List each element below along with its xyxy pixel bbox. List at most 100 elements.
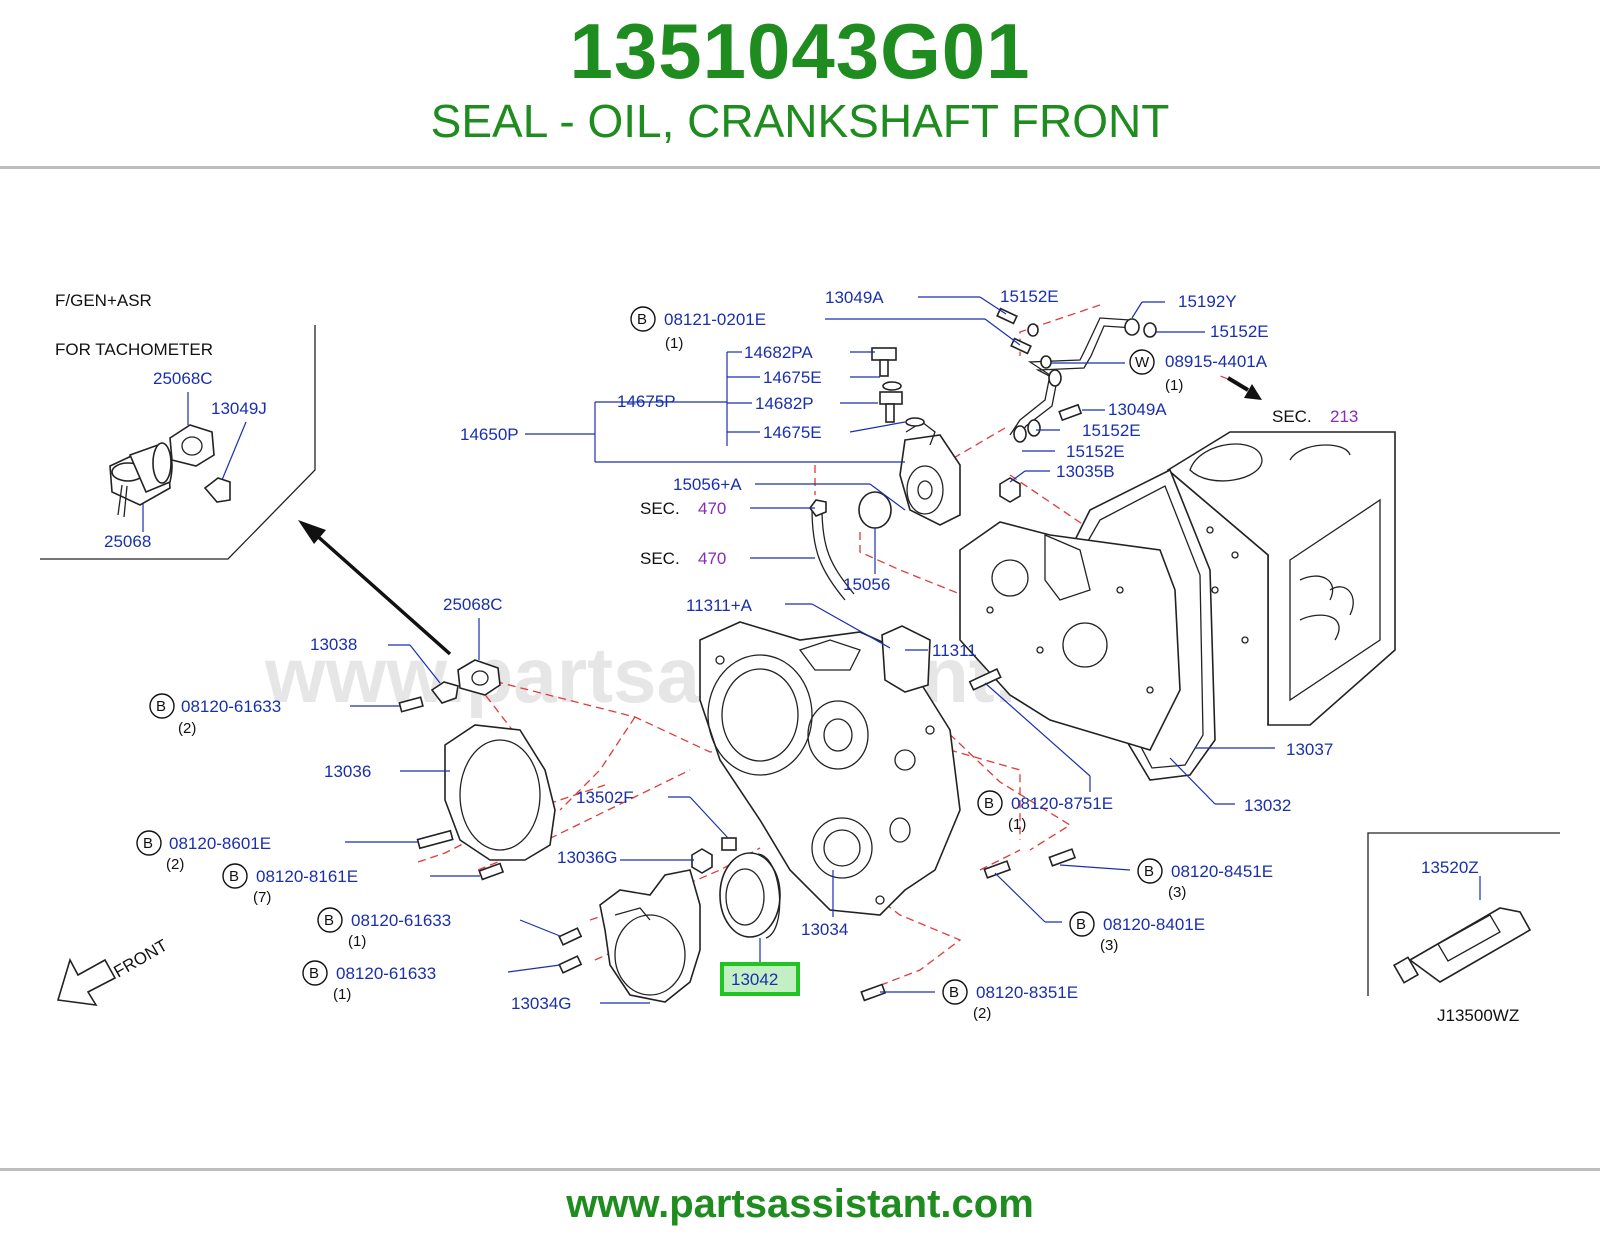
label-08120-8351E[interactable]: 08120-8351E bbox=[976, 983, 1078, 1002]
qty-08121-0201E: (1) bbox=[665, 335, 683, 352]
nut-13036G-icon bbox=[691, 848, 713, 874]
bolt-icon bbox=[398, 696, 424, 713]
label-13035B[interactable]: 13035B bbox=[1056, 462, 1115, 481]
sealant-code: J13500WZ bbox=[1437, 1006, 1519, 1025]
label-13037[interactable]: 13037 bbox=[1286, 740, 1333, 759]
label-08120-61633-c[interactable]: 08120-61633 bbox=[336, 964, 436, 983]
label-15056A[interactable]: 15056+A bbox=[673, 475, 742, 494]
sec-213-ref[interactable]: 213 bbox=[1330, 407, 1358, 426]
label-13032[interactable]: 13032 bbox=[1244, 796, 1291, 815]
bolt-icon bbox=[1058, 403, 1083, 422]
washer-icon bbox=[882, 381, 902, 391]
sec-213-arrow-icon bbox=[1226, 376, 1262, 400]
label-08120-8751E[interactable]: 08120-8751E bbox=[1011, 794, 1113, 813]
tachometer-sensor-icon bbox=[109, 442, 173, 518]
bolt-icon bbox=[558, 955, 583, 974]
label-13049J[interactable]: 13049J bbox=[211, 399, 267, 418]
qty-08120-8401E: (3) bbox=[1100, 937, 1118, 954]
label-13036[interactable]: 13036 bbox=[324, 762, 371, 781]
bolt-badge-icon bbox=[302, 960, 328, 986]
footer-url[interactable]: www.partsassistant.com bbox=[566, 1182, 1034, 1226]
qty-08120-8601E: (2) bbox=[166, 856, 184, 873]
badge-b: B bbox=[324, 912, 334, 929]
footer-divider bbox=[0, 1168, 1600, 1171]
label-08120-61633-a[interactable]: 08120-61633 bbox=[181, 697, 281, 716]
label-08121-0201E[interactable]: 08121-0201E bbox=[664, 310, 766, 329]
nut-icon bbox=[999, 477, 1021, 503]
label-15056[interactable]: 15056 bbox=[843, 575, 890, 594]
lower-cover-13034G-icon bbox=[599, 869, 701, 1003]
label-25068C-inset[interactable]: 25068C bbox=[153, 369, 213, 388]
label-13038[interactable]: 13038 bbox=[310, 635, 357, 654]
washer-icon bbox=[1143, 322, 1157, 338]
label-13520Z[interactable]: 13520Z bbox=[1421, 858, 1479, 877]
front-direction: FRONT bbox=[56, 936, 171, 1007]
label-08120-8601E[interactable]: 08120-8601E bbox=[169, 834, 271, 853]
sec-470-ref-b[interactable]: 470 bbox=[698, 549, 726, 568]
bolt-icon bbox=[996, 307, 1018, 325]
label-15152E-mid2[interactable]: 15152E bbox=[1066, 442, 1125, 461]
highlighted-part-box[interactable] bbox=[720, 962, 800, 996]
label-25068C[interactable]: 25068C bbox=[443, 595, 503, 614]
bolt-icon bbox=[478, 862, 505, 881]
label-14682P[interactable]: 14682P bbox=[755, 394, 814, 413]
sec-470-ref-a[interactable]: 470 bbox=[698, 499, 726, 518]
tachometer-gasket-icon bbox=[169, 424, 215, 467]
timing-cover-13034-icon bbox=[699, 621, 961, 916]
label-11311[interactable]: 11311 bbox=[932, 641, 977, 660]
page-header: 1351043G01 SEAL - OIL, CRANKSHAFT FRONT bbox=[0, 0, 1600, 168]
label-13049A-mid[interactable]: 13049A bbox=[1108, 400, 1167, 419]
leader-lines bbox=[345, 296, 1481, 1004]
inset-pointer-arrow-icon bbox=[298, 520, 452, 656]
label-15152E-top[interactable]: 15152E bbox=[1000, 287, 1059, 306]
label-08915-4401A[interactable]: 08915-4401A bbox=[1165, 352, 1268, 371]
bolt-icon bbox=[860, 983, 887, 1002]
o-ring-15056-icon bbox=[858, 491, 892, 529]
bolt-badge-icon bbox=[149, 693, 175, 719]
bolt-badge-icon bbox=[136, 830, 162, 856]
sec-label-470-a: SEC. bbox=[640, 499, 680, 518]
label-14675P[interactable]: 14675P bbox=[617, 392, 676, 411]
badge-b: B bbox=[309, 965, 319, 982]
badge-b: B bbox=[229, 868, 239, 885]
bolt-icon bbox=[983, 860, 1012, 879]
label-14650P[interactable]: 14650P bbox=[460, 425, 519, 444]
label-08120-8161E[interactable]: 08120-8161E bbox=[256, 867, 358, 886]
label-13036G[interactable]: 13036G bbox=[557, 848, 618, 867]
clamp-icon bbox=[809, 499, 827, 517]
badge-b: B bbox=[1076, 916, 1086, 933]
bolt-badge-icon bbox=[1137, 858, 1163, 884]
part-name: SEAL - OIL, CRANKSHAFT FRONT bbox=[430, 95, 1170, 147]
label-14675E-2[interactable]: 14675E bbox=[763, 423, 822, 442]
pin-icon bbox=[203, 477, 231, 503]
bolt-badge-icon bbox=[977, 790, 1003, 816]
part-labels: 13049A 15152E 15192Y 15152E B 08121-0201… bbox=[136, 287, 1358, 1022]
label-15152E-mid1[interactable]: 15152E bbox=[1082, 421, 1141, 440]
label-15152E-right[interactable]: 15152E bbox=[1210, 322, 1269, 341]
front-label: FRONT bbox=[111, 936, 171, 982]
label-14682PA[interactable]: 14682PA bbox=[744, 343, 813, 362]
gasket-13038-icon bbox=[430, 659, 501, 704]
label-15192Y[interactable]: 15192Y bbox=[1178, 292, 1237, 311]
label-13049A-top[interactable]: 13049A bbox=[825, 288, 884, 307]
qty-08120-61633-a: (2) bbox=[178, 720, 196, 737]
label-13042-highlighted[interactable]: 13042 bbox=[731, 970, 778, 989]
badge-b: B bbox=[1144, 863, 1154, 880]
label-11311A[interactable]: 11311+A bbox=[686, 596, 753, 615]
bolt-14682PA-icon bbox=[871, 347, 897, 377]
bolt-badge-icon bbox=[1069, 911, 1095, 937]
label-08120-8451E[interactable]: 08120-8451E bbox=[1171, 862, 1273, 881]
label-13034G[interactable]: 13034G bbox=[511, 994, 572, 1013]
tachometer-inset: F/GEN+ASR FOR TACHOMETER 25068C 13049J 2… bbox=[40, 291, 316, 560]
label-13034[interactable]: 13034 bbox=[801, 920, 848, 939]
label-13502F[interactable]: 13502F bbox=[576, 788, 634, 807]
washer-icon bbox=[1027, 323, 1039, 337]
label-08120-8401E[interactable]: 08120-8401E bbox=[1103, 915, 1205, 934]
qty-08120-8451E: (3) bbox=[1168, 884, 1186, 901]
washer-icon bbox=[1013, 425, 1027, 443]
bolt-badge-icon bbox=[317, 907, 343, 933]
label-25068[interactable]: 25068 bbox=[104, 532, 151, 551]
label-14675E-1[interactable]: 14675E bbox=[763, 368, 822, 387]
washer-badge-icon bbox=[1129, 349, 1155, 375]
label-08120-61633-b[interactable]: 08120-61633 bbox=[351, 911, 451, 930]
